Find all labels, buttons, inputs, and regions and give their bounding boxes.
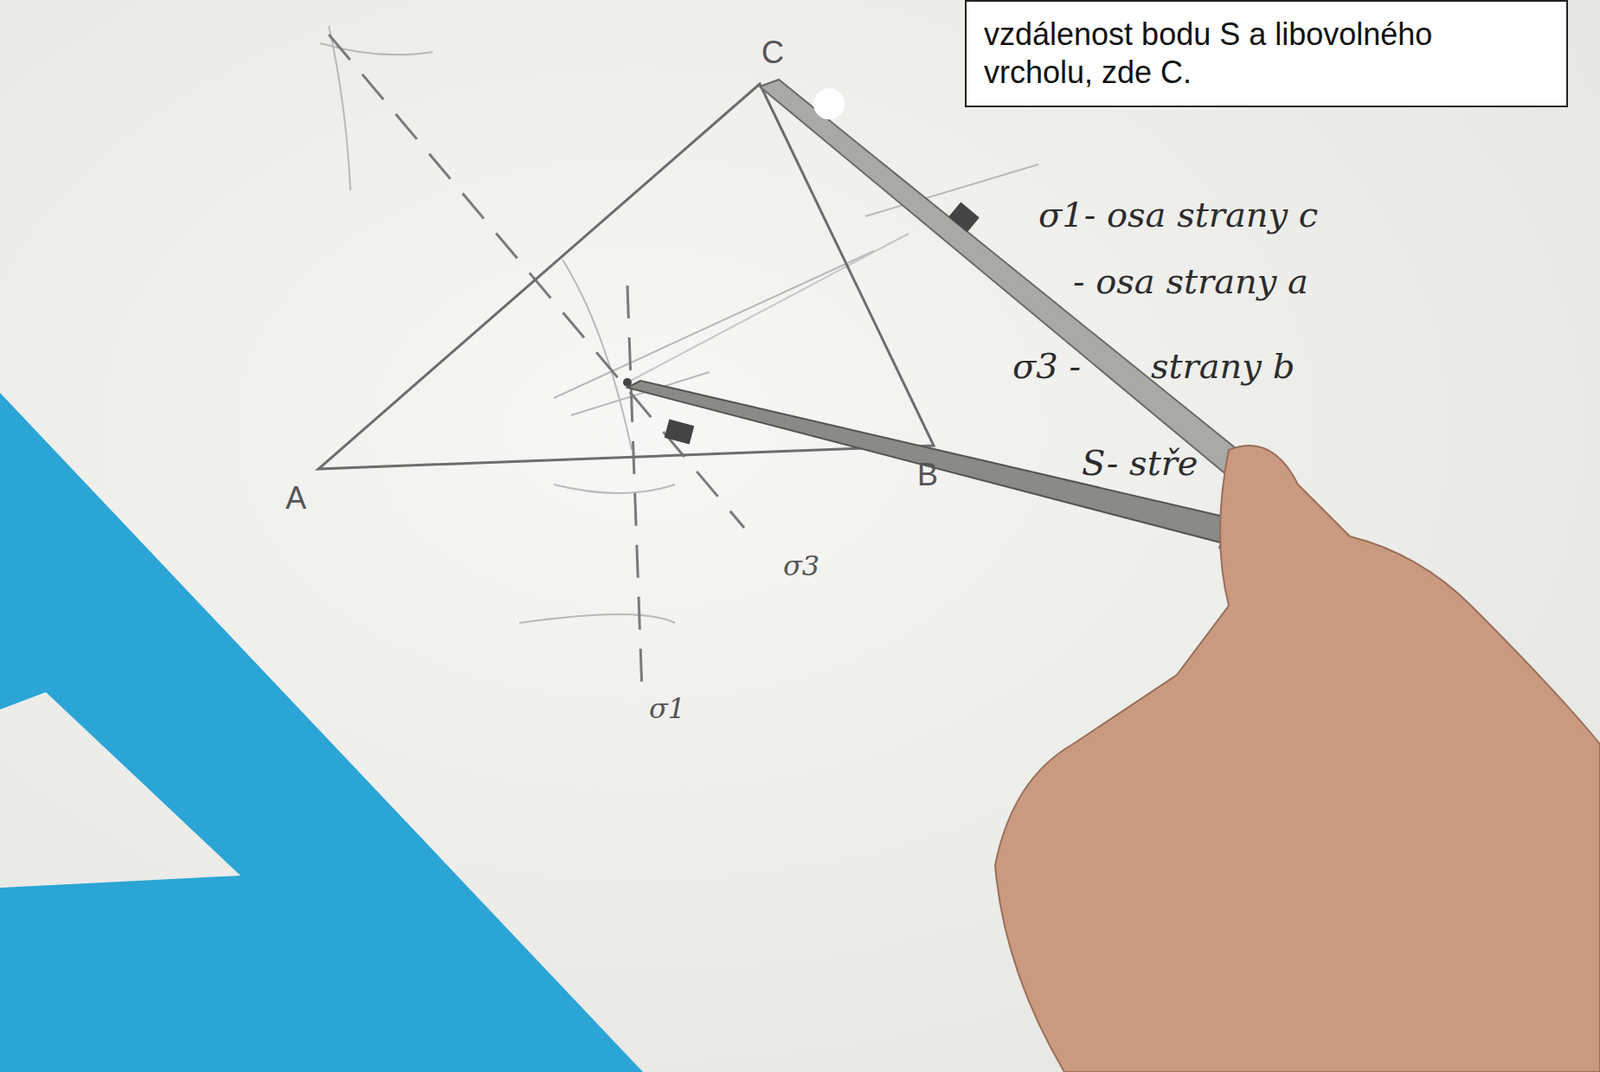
handwritten-note: - osa strany a xyxy=(1073,261,1309,302)
bisector-lines xyxy=(328,34,745,693)
handwritten-note: strany b xyxy=(1150,346,1295,386)
text-callout-box: vzdálenost bodu S a libovolného vrcholu,… xyxy=(964,0,1568,108)
handwritten-note: σ1 xyxy=(648,692,686,726)
set-square xyxy=(0,392,643,1072)
handwritten-note: σ3 xyxy=(783,549,820,583)
handwritten-note: σ1- osa strany c xyxy=(1038,194,1318,235)
vertex-label: A xyxy=(285,480,307,517)
construction-arcs xyxy=(320,25,1039,624)
vertex-label: B xyxy=(917,456,939,494)
hand xyxy=(995,445,1600,1072)
handwritten-note: σ3 - xyxy=(1012,346,1081,386)
callout-text: vzdálenost bodu S a libovolného vrcholu,… xyxy=(983,15,1549,92)
handwritten-note: S- stře xyxy=(1081,443,1199,483)
vertex-label: C xyxy=(761,34,784,71)
